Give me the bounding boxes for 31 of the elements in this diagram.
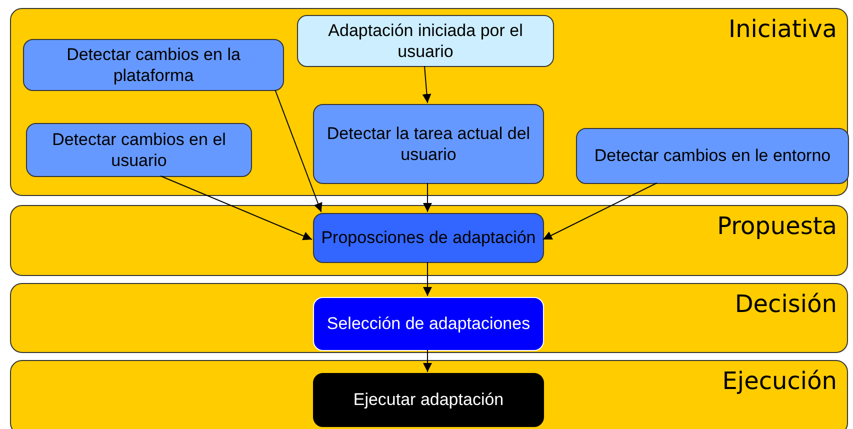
box-label: Detectar cambios en el usuario: [51, 128, 227, 172]
swimlane-band: [10, 283, 848, 353]
lane-heading: Propuesta: [717, 212, 837, 240]
box-label: Adaptación iniciada por el usuario: [327, 20, 524, 62]
box-label: Detectar cambios en le entorno: [593, 145, 832, 167]
box-label: Detectar cambios en la plataforma: [66, 44, 242, 86]
process-box: [26, 123, 252, 177]
process-box: [297, 15, 554, 67]
process-box: [313, 213, 544, 263]
box-label: Proposciones de adaptación: [320, 227, 537, 249]
swimlane-band: [10, 360, 848, 429]
arrow: [274, 90, 322, 212]
lane-heading: Ejecución: [722, 367, 837, 395]
box-label: Detectar la tarea actual del usuario: [326, 122, 532, 166]
arrow: [542, 182, 658, 240]
arrow: [160, 176, 312, 240]
process-box: [313, 104, 544, 184]
arrow: [423, 350, 432, 372]
lane-heading: Iniciativa: [728, 15, 837, 43]
arrow: [423, 182, 432, 212]
swimlane-band: [10, 205, 848, 276]
process-box: [313, 297, 544, 351]
swimlane-band: [10, 8, 848, 196]
arrow: [423, 262, 432, 296]
process-box: [313, 373, 544, 427]
box-label: Selección de adaptaciones: [326, 313, 532, 335]
lane-heading: Decisión: [734, 290, 837, 318]
process-box: [576, 128, 849, 184]
process-box: [23, 39, 284, 91]
box-label: Ejecutar adaptación: [352, 389, 505, 411]
arrow: [422, 66, 432, 104]
